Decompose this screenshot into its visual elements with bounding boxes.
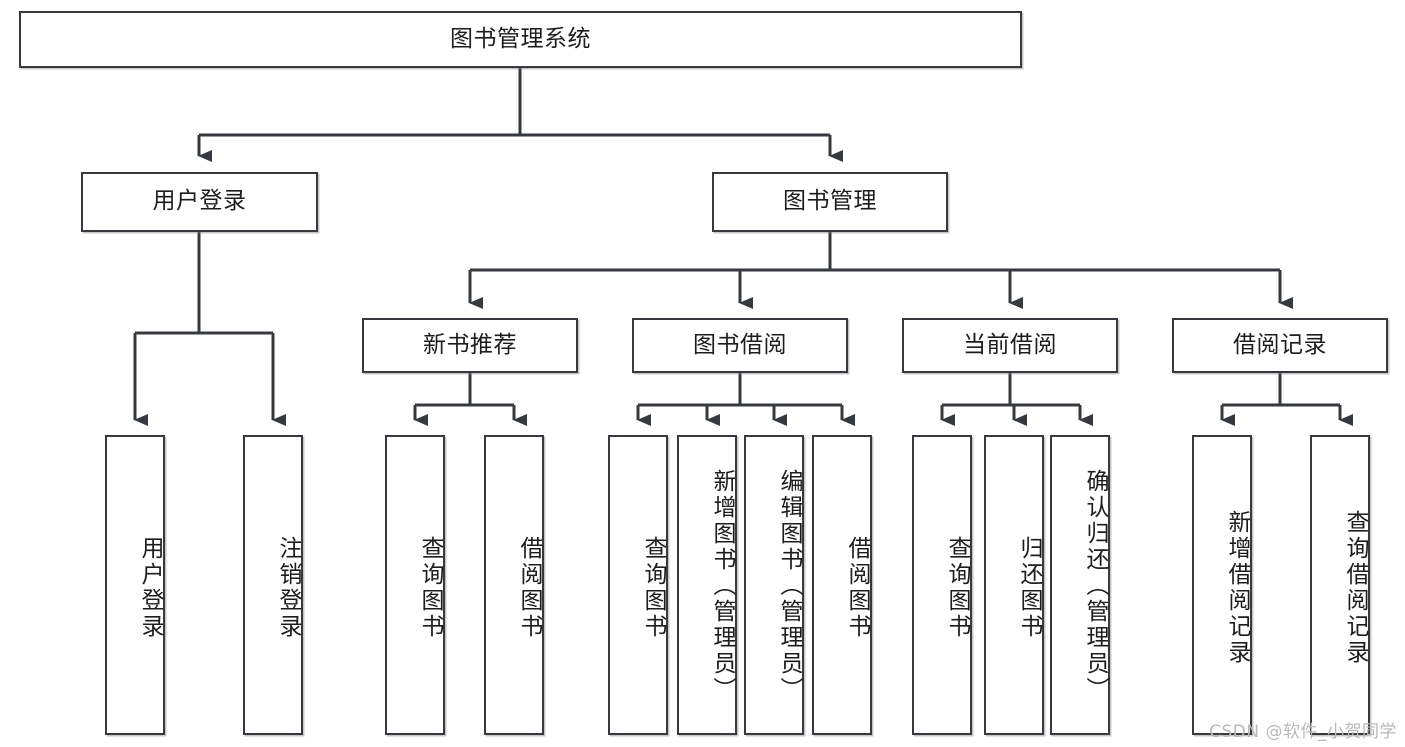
csdn-watermark: CSDN @软件_小贺同学 — [1209, 722, 1397, 742]
node-leaf-query-borrow-record[interactable]: 查询借阅记录 — [1310, 435, 1370, 735]
node-leaf-borrow-book-2-label: 借阅图书 — [844, 536, 870, 640]
node-book-manage[interactable]: 图书管理 — [712, 172, 948, 232]
node-leaf-return-book[interactable]: 归还图书 — [984, 435, 1044, 735]
node-book-manage-label: 图书管理 — [783, 188, 877, 215]
node-leaf-confirm-return[interactable]: 确认归还（管理员） — [1050, 435, 1110, 735]
node-borrow-record[interactable]: 借阅记录 — [1172, 318, 1388, 373]
node-leaf-borrow-book-2[interactable]: 借阅图书 — [812, 435, 872, 735]
node-leaf-logout[interactable]: 注销登录 — [243, 435, 303, 735]
node-user-login-label: 用户登录 — [152, 188, 247, 215]
node-leaf-user-login-label: 用户登录 — [137, 536, 163, 640]
node-leaf-query-book-1[interactable]: 查询图书 — [385, 435, 445, 735]
node-leaf-borrow-book-1[interactable]: 借阅图书 — [484, 435, 544, 735]
node-root[interactable]: 图书管理系统 — [19, 11, 1022, 68]
node-root-label: 图书管理系统 — [450, 25, 591, 52]
node-leaf-add-book-label: 新增图书（管理员） — [709, 469, 735, 703]
node-leaf-add-book[interactable]: 新增图书（管理员） — [677, 435, 737, 735]
node-current-borrow-label: 当前借阅 — [963, 331, 1057, 358]
node-book-borrow[interactable]: 图书借阅 — [632, 318, 848, 373]
node-leaf-query-book-2[interactable]: 查询图书 — [608, 435, 668, 735]
node-user-login[interactable]: 用户登录 — [81, 172, 318, 232]
node-new-book-recommend[interactable]: 新书推荐 — [362, 318, 578, 373]
node-leaf-query-book-2-label: 查询图书 — [640, 536, 666, 640]
node-leaf-query-book-1-label: 查询图书 — [417, 536, 443, 640]
node-book-borrow-label: 图书借阅 — [693, 331, 787, 358]
node-leaf-confirm-return-label: 确认归还（管理员） — [1082, 469, 1108, 703]
node-leaf-query-book-3[interactable]: 查询图书 — [912, 435, 972, 735]
node-current-borrow[interactable]: 当前借阅 — [902, 318, 1118, 373]
node-borrow-record-label: 借阅记录 — [1233, 331, 1327, 358]
node-leaf-add-borrow-record-label: 新增借阅记录 — [1224, 510, 1250, 666]
node-leaf-add-borrow-record[interactable]: 新增借阅记录 — [1192, 435, 1252, 735]
node-leaf-edit-book-label: 编辑图书（管理员） — [776, 469, 802, 703]
node-leaf-query-borrow-record-label: 查询借阅记录 — [1342, 510, 1368, 666]
node-leaf-user-login[interactable]: 用户登录 — [105, 435, 165, 735]
node-leaf-logout-label: 注销登录 — [275, 536, 301, 640]
node-leaf-borrow-book-1-label: 借阅图书 — [516, 536, 542, 640]
node-leaf-query-book-3-label: 查询图书 — [944, 536, 970, 640]
node-leaf-edit-book[interactable]: 编辑图书（管理员） — [744, 435, 804, 735]
node-new-book-recommend-label: 新书推荐 — [423, 331, 517, 358]
node-leaf-return-book-label: 归还图书 — [1016, 536, 1042, 640]
